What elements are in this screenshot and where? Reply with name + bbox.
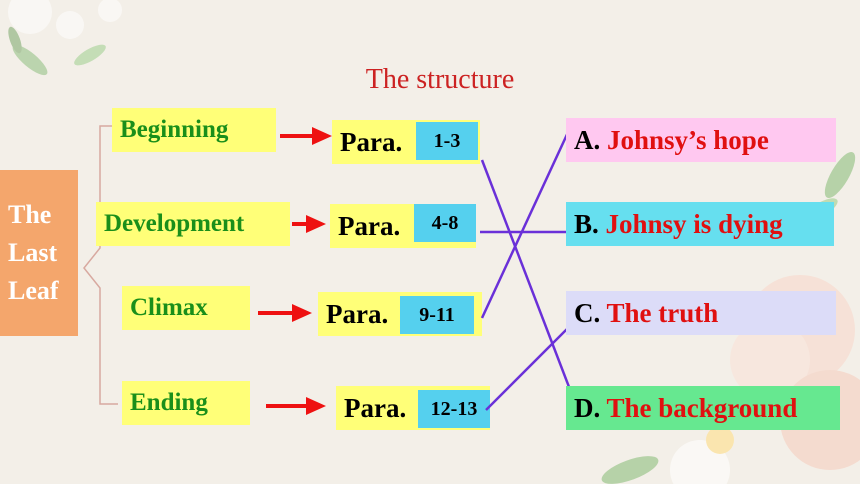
topic-box: The Last Leaf (0, 170, 78, 336)
para-range-3: 9-11 (400, 296, 474, 334)
arrow-1 (280, 127, 332, 145)
connector-3-to-a (480, 127, 572, 319)
answer-letter: A. (574, 125, 601, 155)
arrow-2 (292, 215, 326, 233)
answer-text: Johnsy is dying (605, 209, 783, 239)
arrow-4 (266, 397, 326, 415)
topic-line-2: Last (8, 238, 58, 267)
answer-letter: C. (574, 298, 601, 328)
answer-box-a: A. Johnsy’s hope (566, 118, 836, 162)
para-range-1: 1-3 (416, 122, 478, 160)
connector-4-to-c (485, 323, 573, 411)
answer-box-d: D. The background (566, 386, 840, 430)
para-range-2: 4-8 (414, 204, 476, 242)
answer-text: The truth (606, 298, 719, 328)
para-prefix: Para. (338, 211, 401, 241)
answer-box-b: B. Johnsy is dying (566, 202, 834, 246)
para-prefix: Para. (340, 127, 403, 157)
connector-1-to-d (480, 159, 576, 401)
answer-letter: D. (574, 393, 601, 423)
stage-label-development: Development (96, 202, 290, 246)
answer-text: The background (606, 393, 798, 423)
answer-text: Johnsy’s hope (607, 125, 769, 155)
stage-label-climax: Climax (122, 286, 250, 330)
slide-title: The structure (365, 64, 515, 95)
arrow-3 (258, 304, 312, 322)
stage-label-beginning: Beginning (112, 108, 276, 152)
topic-line-3: Leaf (8, 276, 59, 305)
para-range-4: 12-13 (418, 390, 490, 428)
answer-box-c: C. The truth (566, 291, 836, 335)
para-prefix: Para. (344, 393, 407, 423)
para-prefix: Para. (326, 299, 389, 329)
topic-line-1: The (8, 200, 52, 229)
stage-label-ending: Ending (122, 381, 250, 425)
answer-letter: B. (574, 209, 599, 239)
